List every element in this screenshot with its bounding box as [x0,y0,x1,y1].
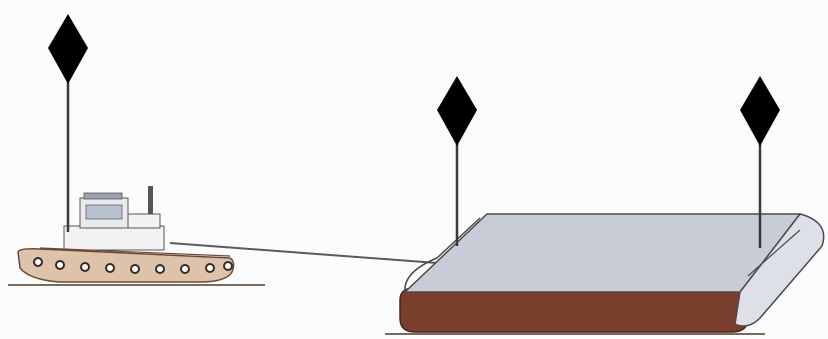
barge-left-diamond-shape [437,76,477,146]
barge-front-lip [404,217,481,293]
tug-fenders [33,257,233,274]
barge-deck [403,213,802,293]
tug-aft-house [127,213,161,229]
barge-hull [399,287,749,333]
tug-rail [39,247,231,257]
tug-boat [17,14,235,283]
tug-stack [148,186,153,228]
tug-diamond-shape [48,14,88,84]
barge [399,76,825,333]
tug-roof [83,192,123,200]
barge-end-seam [747,229,801,277]
tug-hull [17,248,235,283]
tow-line [169,242,438,264]
barge-right-diamond-shape [740,76,780,146]
tug-wheelhouse-window [85,204,123,220]
barge-end-roll [734,213,825,327]
tug-deckhouse-lower [63,225,165,251]
